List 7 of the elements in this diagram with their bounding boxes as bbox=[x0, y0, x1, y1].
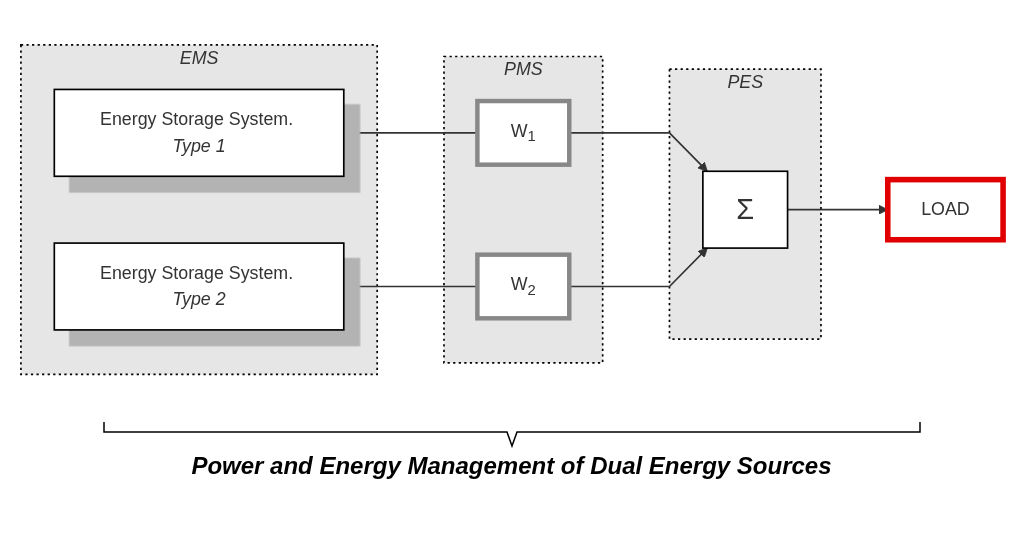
node-box: W$_{2}$ bbox=[474, 252, 571, 321]
node-box: W$_{1}$ bbox=[474, 99, 571, 168]
caption: Power and Energy Management of Dual Energy Sources bbox=[191, 452, 832, 480]
node-box: Σ bbox=[701, 170, 788, 250]
node-box: LOAD bbox=[884, 177, 1006, 243]
node-box: Energy Storage System. Type 1 bbox=[53, 88, 345, 178]
node-box: Energy Storage System. Type 2 bbox=[53, 242, 345, 332]
